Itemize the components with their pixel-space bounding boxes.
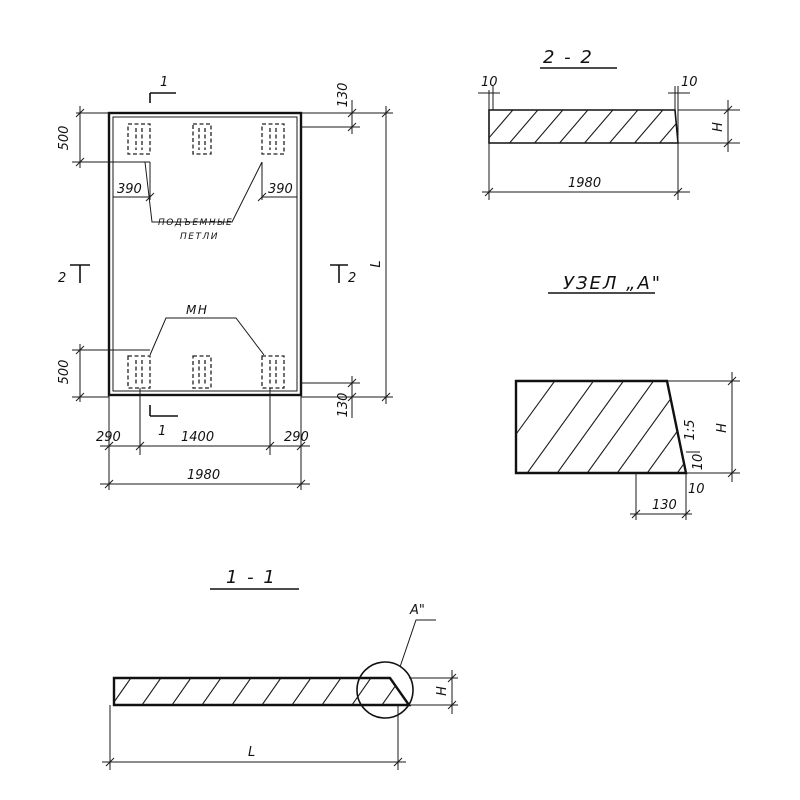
dim-left-margin-label: 290 bbox=[96, 430, 121, 445]
dim-top-offset-label: 130 bbox=[336, 83, 351, 108]
dim-width-label: 1980 bbox=[187, 468, 220, 483]
node-a-dim-slope: 1:5 bbox=[683, 420, 698, 441]
section-mark-2-left: 2 bbox=[58, 264, 90, 286]
node-a-dim-small2: 10 bbox=[688, 482, 705, 497]
section-mark-1-bottom: 1 bbox=[149, 405, 178, 439]
slab-outline bbox=[107, 111, 303, 397]
section11-hatch bbox=[114, 678, 409, 705]
dim-loop-right: 390 bbox=[257, 162, 297, 202]
node-a-callout-circle bbox=[356, 661, 414, 719]
section22-dim-width: 1980 bbox=[568, 176, 601, 191]
dim-loop-left-label: 390 bbox=[117, 182, 142, 197]
section-mark-1-top: 1 bbox=[149, 75, 176, 103]
lifting-loop-bottom-left bbox=[127, 355, 151, 389]
section11-dim-length: L bbox=[248, 745, 255, 760]
lifting-loop-top-center bbox=[192, 123, 212, 155]
dim-edge-bottom: 500 bbox=[57, 344, 150, 402]
node-a-title: УЗЕЛ „А" bbox=[563, 273, 662, 294]
section22-dim-right: 10 bbox=[681, 75, 698, 90]
section11-dim-height: H bbox=[435, 686, 450, 696]
lifting-loop-top-left bbox=[127, 123, 151, 155]
section-2-2: 2 - 2 10 10 1980 H bbox=[478, 47, 740, 200]
section11-callout: А" bbox=[409, 603, 425, 618]
dim-bottom-offset: 130 bbox=[301, 376, 393, 418]
dim-center-label: 1400 bbox=[181, 430, 214, 445]
section22-dim-height: H bbox=[711, 122, 726, 132]
section-1-1: 1 - 1 А" H L bbox=[102, 567, 458, 770]
node-a-profile bbox=[514, 379, 688, 475]
section1-top-number: 1 bbox=[160, 75, 168, 90]
dim-top-offset: 130 bbox=[301, 83, 393, 134]
plan-view: 500 500 390 390 ПОДЪЕМНЫЕ ПЕТЛИ bbox=[57, 75, 393, 490]
section22-title: 2 - 2 bbox=[543, 47, 594, 68]
dim-loop-left: 390 bbox=[113, 162, 155, 202]
node-a-dim-base: 130 bbox=[652, 498, 677, 513]
dim-bottom-offset-label: 130 bbox=[336, 393, 351, 418]
dim-width: 1980 bbox=[100, 468, 310, 489]
section22-dim-left: 10 bbox=[481, 75, 498, 90]
dim-length-label: L bbox=[369, 260, 384, 267]
slab-inner-edge bbox=[112, 116, 298, 392]
dim-margins: 290 1400 290 bbox=[96, 388, 310, 490]
section2-left-number: 2 bbox=[58, 271, 66, 286]
mn-label-text: МН bbox=[186, 303, 208, 317]
lifting-loop-top-right bbox=[261, 123, 285, 155]
dim-length: L bbox=[369, 106, 391, 404]
section11-title: 1 - 1 bbox=[226, 567, 277, 588]
section-mark-2-right: 2 bbox=[330, 264, 356, 286]
section1-bottom-number: 1 bbox=[158, 424, 166, 439]
node-a-dim-height: H bbox=[715, 423, 730, 433]
loops-label-line1: ПОДЪЕМНЫЕ bbox=[158, 218, 233, 228]
loops-label-line2: ПЕТЛИ bbox=[180, 232, 219, 242]
dim-edge-bottom-label: 500 bbox=[57, 360, 72, 385]
section2-right-number: 2 bbox=[348, 271, 356, 286]
dim-loop-right-label: 390 bbox=[268, 182, 293, 197]
node-a-dim-small1: 10 bbox=[691, 454, 706, 471]
node-a-detail: УЗЕЛ „А" H 1:5 10 130 10 bbox=[514, 273, 740, 520]
dim-edge-top-label: 500 bbox=[57, 126, 72, 151]
lifting-loop-bottom-center bbox=[192, 355, 212, 389]
loops-label: ПОДЪЕМНЫЕ ПЕТЛИ bbox=[144, 161, 263, 242]
mn-label: МН bbox=[149, 303, 265, 356]
lifting-loop-bottom-right bbox=[261, 355, 285, 389]
dim-edge-top: 500 bbox=[57, 106, 150, 168]
section22-hatch bbox=[489, 110, 678, 143]
dim-right-margin-label: 290 bbox=[284, 430, 309, 445]
